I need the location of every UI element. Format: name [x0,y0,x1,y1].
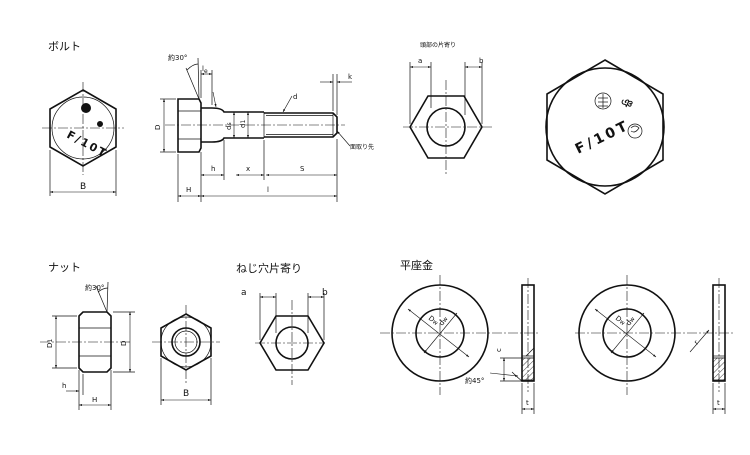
svg-text:Dw: Dw [614,314,627,327]
svg-text:dw: dw [624,315,636,327]
nut-H-label: H [92,396,97,404]
nut-h-label: h [62,382,66,390]
nut-end-view: B [152,305,220,405]
head-offset-view: 頭部の片寄り a b [403,41,492,175]
bolt-le-sub: e [204,68,208,75]
washer-c-label: c [495,348,503,352]
head-offset-title: 頭部の片寄り [420,41,456,49]
bolt-ds-sub: s [226,122,233,125]
bolt-side-view: 約30° le D ds d1 d k 面取り先 h [154,53,374,202]
washer2-dw-label: d [624,319,633,328]
washer-t-label-2: t [717,399,720,407]
bolt-angle-30-label: 約30° [168,53,187,62]
bolt-H-label: H [186,186,191,194]
bolt-head-marking-small: F/10T [65,128,110,160]
thread-offset-title: ねじ穴片寄り [236,261,302,275]
washer-dw-label: d [437,319,446,328]
jis-mark-icon [627,123,643,139]
bolt-chamfer-end-label: 面取り先 [350,143,374,151]
bolt-head-detail: ঞ F/10T [545,59,665,195]
washer-w-sub: w [441,316,450,324]
bolt-stamp-dot-icon [81,103,91,113]
svg-text:ds: ds [225,122,233,130]
bolt-x-label: x [246,165,250,173]
washer-front-view-1: 平座金 Dw dw [380,258,540,395]
bolt-l-label: l [267,186,269,194]
bolt-b-label: B [80,182,86,192]
nut-side-view: ナット 約30° D1 D h H [40,261,135,410]
washer-Dw-label: D [427,314,436,324]
washer-section-view-1: c 約45° t [465,278,535,414]
nut-title: ナット [48,261,81,274]
bolt-head-end-view: ボルト F/10T B [42,40,124,196]
thread-offset-b-label: b [322,288,328,298]
nut-angle-30-label: 約30° [85,283,104,292]
washer-front-view-2: Dw dw [575,275,735,395]
bolt-title: ボルト [48,40,81,53]
manufacturer-mark-icon [594,92,612,110]
head-offset-a-label: a [418,57,422,65]
bolt-le-label: l [202,65,204,73]
bolt-d1-label: d1 [239,120,247,128]
washer-section-view-2: r t [689,278,726,414]
bolt-h-label: h [211,165,215,173]
washer-r-label: r [693,339,701,347]
washer-t-label-1: t [526,399,529,407]
head-stamp-jp-icon: ঞ [619,95,637,113]
svg-text:le: le [202,65,208,75]
nut-D1-sub: 1 [47,339,54,343]
thread-offset-view: ねじ穴片寄り a b [236,261,328,385]
washer2-Dw-label: D [614,314,623,324]
nut-D-label: D [120,341,128,346]
bolt-head-marking-large: F/10T [573,117,633,157]
bolt-d-label: d [293,93,297,101]
thread-offset-a-label: a [241,288,247,298]
svg-text:D1: D1 [46,339,54,348]
bolt-ds-label: d [225,126,233,130]
bolt-k-label: k [348,73,353,81]
nut-B-label: B [183,389,189,399]
washer-angle-45-label: 約45° [465,376,484,385]
svg-text:Dw: Dw [427,314,440,327]
bolt-D-label: D [154,125,162,130]
washer-title: 平座金 [400,258,433,272]
head-offset-b-label: b [479,57,484,65]
bolt-S-label: S [300,165,305,173]
nut-D1-label: D [46,343,54,348]
svg-text:dw: dw [437,315,449,327]
